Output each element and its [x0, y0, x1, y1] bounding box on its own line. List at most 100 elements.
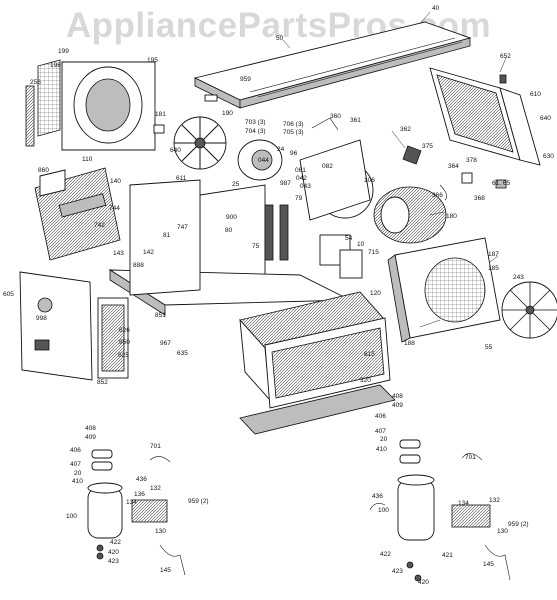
- label-256: 256: [30, 79, 41, 86]
- label-187: 187: [488, 251, 499, 258]
- label-423b: 423: [392, 568, 403, 575]
- label-54: 54: [345, 235, 353, 242]
- label-364: 364: [448, 163, 459, 170]
- label-243: 243: [513, 274, 524, 281]
- label-967: 967: [160, 340, 171, 347]
- label-61-65: 61, 65: [492, 180, 510, 187]
- label-80: 80: [225, 227, 233, 234]
- fan-motor-assembly: [173, 116, 283, 181]
- label-410b: 410: [376, 446, 387, 453]
- label-422a: 422: [110, 539, 121, 546]
- condenser-assembly: [239, 317, 396, 435]
- label-409b: 409: [392, 402, 403, 409]
- label-626: 626: [119, 327, 130, 334]
- inner-panel: [34, 167, 121, 261]
- label-610: 610: [530, 91, 541, 98]
- label-704: 704 (3): [245, 128, 266, 135]
- label-998: 998: [36, 315, 47, 322]
- label-043: 043: [300, 183, 311, 190]
- label-406b: 406: [375, 413, 386, 420]
- label-900: 900: [226, 214, 237, 221]
- label-959-2a: 959 (2): [188, 498, 209, 505]
- label-042: 042: [296, 175, 307, 182]
- evaporator-coil: [239, 291, 386, 402]
- label-409a: 409: [85, 434, 96, 441]
- compressor-right: [369, 439, 511, 582]
- label-407a: 407: [70, 461, 81, 468]
- label-625: 625: [118, 352, 129, 359]
- label-100a: 100: [66, 513, 77, 520]
- label-044: 044: [258, 157, 269, 164]
- label-605: 605: [3, 291, 14, 298]
- label-361: 361: [350, 117, 361, 124]
- label-987: 987: [280, 180, 291, 187]
- right-side-panel: [429, 67, 541, 166]
- label-130a: 130: [155, 528, 166, 535]
- label-378: 378: [466, 157, 477, 164]
- label-615: 615: [364, 351, 375, 358]
- label-190: 190: [222, 110, 233, 117]
- label-360: 360: [330, 113, 341, 120]
- label-24: 24: [277, 146, 285, 153]
- label-140: 140: [110, 178, 121, 185]
- label-120: 120: [370, 290, 381, 297]
- label-422b: 422: [380, 551, 391, 558]
- label-132b: 132: [489, 497, 500, 504]
- label-143: 143: [113, 250, 124, 257]
- label-145b: 145: [483, 561, 494, 568]
- label-320: 320: [360, 377, 371, 384]
- condenser-shroud: [387, 237, 501, 343]
- label-421b: 421: [442, 552, 453, 559]
- label-142: 142: [143, 249, 154, 256]
- label-362: 362: [400, 126, 411, 133]
- label-640b: 640: [170, 147, 181, 154]
- label-407b: 407: [375, 428, 386, 435]
- label-181: 181: [155, 111, 166, 118]
- leader-lines: [282, 11, 507, 328]
- label-110: 110: [82, 156, 93, 163]
- label-420b: 420: [418, 579, 429, 586]
- control-panel: [199, 139, 371, 291]
- label-742: 742: [94, 222, 105, 229]
- label-132a: 132: [150, 485, 161, 492]
- label-061: 061: [295, 167, 306, 174]
- label-436b: 436: [372, 493, 383, 500]
- label-75: 75: [252, 243, 260, 250]
- label-888: 888: [133, 262, 144, 269]
- label-420a: 420: [108, 549, 119, 556]
- label-082: 082: [322, 163, 333, 170]
- label-55: 55: [485, 344, 493, 351]
- label-185: 185: [488, 265, 499, 272]
- label-408a: 408: [85, 425, 96, 432]
- label-701b: 701: [465, 454, 476, 461]
- base-pan: [108, 179, 351, 316]
- label-136a: 136: [134, 491, 145, 498]
- label-134b: 134: [458, 500, 469, 507]
- label-703: 703 (3): [245, 119, 266, 126]
- label-652: 652: [500, 53, 511, 60]
- label-20a: 20: [74, 470, 82, 477]
- label-366: 366: [432, 192, 443, 199]
- label-130b: 130: [497, 528, 508, 535]
- label-611: 611: [176, 175, 187, 182]
- label-188: 188: [404, 340, 415, 347]
- label-640: 640: [540, 115, 551, 122]
- label-25: 25: [232, 181, 240, 188]
- front-panel: [19, 271, 129, 381]
- label-408b: 408: [392, 393, 403, 400]
- label-423a: 423: [108, 558, 119, 565]
- condenser-fan: [501, 281, 557, 339]
- label-79: 79: [295, 195, 303, 202]
- label-375: 375: [422, 143, 433, 150]
- label-747: 747: [177, 224, 188, 231]
- label-20b: 20: [380, 436, 388, 443]
- label-852: 852: [97, 379, 108, 386]
- label-96: 96: [290, 150, 298, 157]
- label-959: 959: [240, 76, 251, 83]
- label-706: 706 (3): [283, 121, 304, 128]
- label-406a: 406: [70, 447, 81, 454]
- label-100b: 100: [378, 507, 389, 514]
- label-715: 715: [368, 249, 379, 256]
- label-81: 81: [163, 232, 171, 239]
- grille-filter: [25, 59, 156, 151]
